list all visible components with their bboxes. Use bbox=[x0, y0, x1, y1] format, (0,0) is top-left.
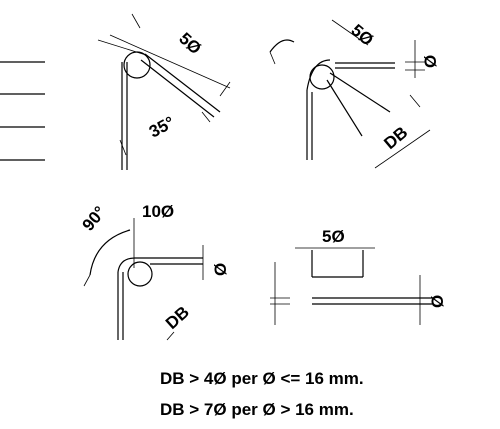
dimension-label-5d: 5Ø bbox=[175, 29, 205, 58]
hook-35-detail bbox=[97, 13, 231, 170]
db-label: DB bbox=[380, 123, 411, 153]
hook-db-detail bbox=[269, 19, 431, 169]
angle-label-90: 90° bbox=[79, 203, 110, 235]
dimension-label-5d: 5Ø bbox=[322, 227, 345, 246]
dimension-label-5d: 5Ø bbox=[347, 21, 377, 50]
db-label: DB bbox=[162, 302, 193, 333]
diameter-label: Ø bbox=[421, 55, 440, 68]
angle-label-35: 35° bbox=[146, 113, 178, 142]
dimension-label-10d: 10Ø bbox=[142, 202, 174, 221]
hook-90-detail bbox=[83, 218, 204, 341]
straight-bar-detail bbox=[270, 247, 432, 325]
reference-lines bbox=[0, 61, 45, 161]
diameter-label: Ø bbox=[211, 263, 230, 276]
diameter-label: Ø bbox=[428, 295, 447, 308]
note-line-1: DB > 4Ø per Ø <= 16 mm. bbox=[160, 369, 364, 388]
note-line-2: DB > 7Ø per Ø > 16 mm. bbox=[160, 400, 354, 419]
